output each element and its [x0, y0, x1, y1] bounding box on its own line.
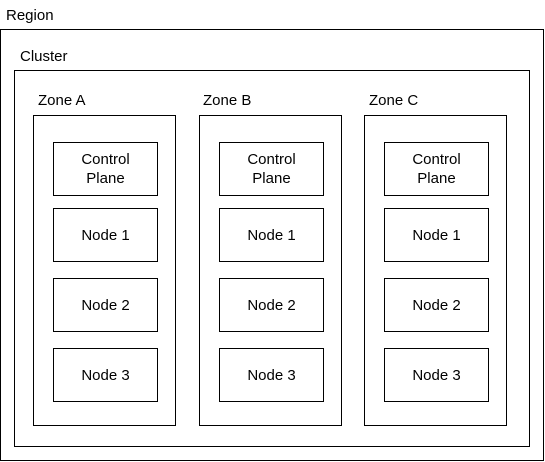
cluster-label: Cluster	[20, 48, 68, 65]
control-plane-c: Control Plane	[384, 142, 489, 196]
control-plane-a: Control Plane	[53, 142, 158, 196]
node-2-a: Node 2	[53, 278, 158, 332]
node-3-a: Node 3	[53, 348, 158, 402]
node-3-c: Node 3	[384, 348, 489, 402]
node-3-b: Node 3	[219, 348, 324, 402]
control-plane-b: Control Plane	[219, 142, 324, 196]
region-label: Region	[6, 7, 54, 24]
node-1-b: Node 1	[219, 208, 324, 262]
zone-label-b: Zone B	[203, 92, 252, 109]
node-1-c: Node 1	[384, 208, 489, 262]
zone-label-c: Zone C	[369, 92, 419, 109]
node-2-b: Node 2	[219, 278, 324, 332]
node-1-a: Node 1	[53, 208, 158, 262]
node-2-c: Node 2	[384, 278, 489, 332]
zone-label-a: Zone A	[38, 92, 86, 109]
